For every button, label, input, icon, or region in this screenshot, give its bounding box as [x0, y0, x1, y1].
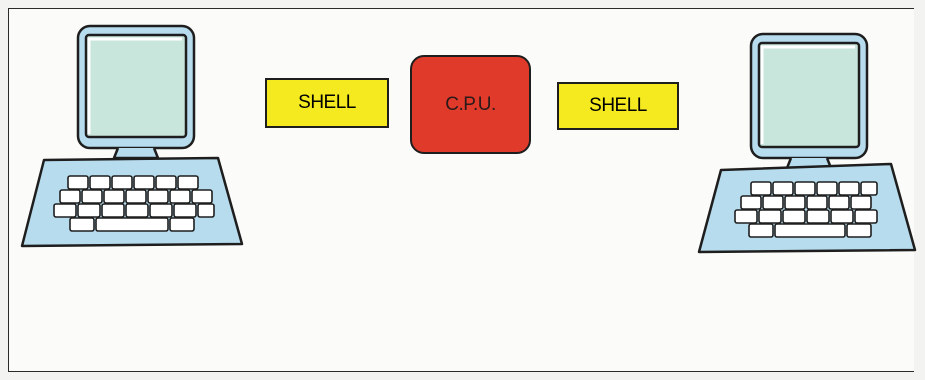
left-monitor-icon	[76, 24, 196, 160]
cpu-label: C.P.U.	[445, 93, 496, 115]
right-monitor-icon	[749, 32, 869, 170]
right-shell-label: SHELL	[589, 95, 647, 116]
right-shell-box: SHELL	[557, 82, 679, 130]
cpu-box: C.P.U.	[410, 55, 531, 154]
left-keyboard-icon	[20, 156, 244, 248]
left-shell-box: SHELL	[265, 78, 389, 128]
left-shell-label: SHELL	[298, 92, 356, 113]
right-terminal	[697, 32, 917, 254]
left-terminal	[20, 24, 244, 248]
right-keyboard-icon	[697, 162, 917, 254]
